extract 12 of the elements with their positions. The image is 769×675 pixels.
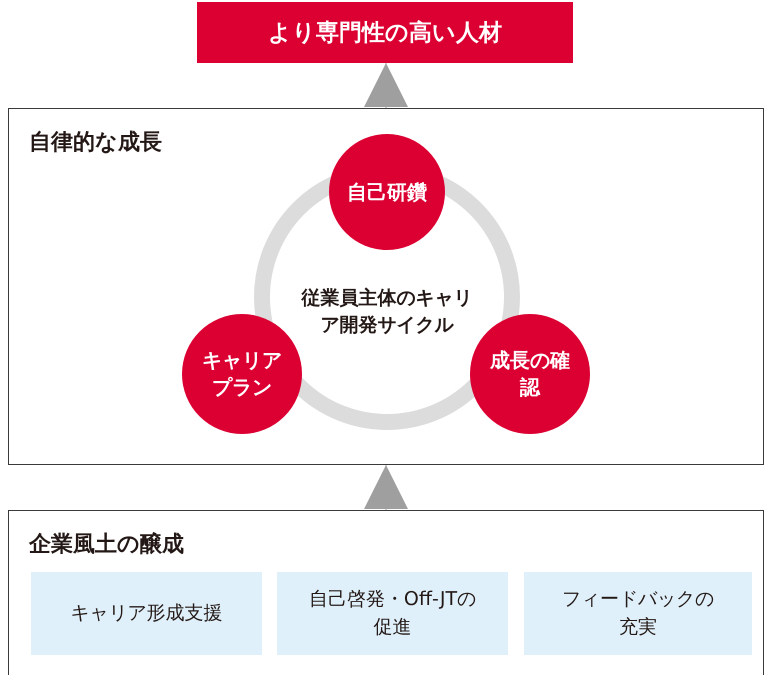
step-circle: 成長の確認 xyxy=(470,314,590,434)
section-heading: 企業風土の醸成 xyxy=(29,531,184,559)
initiative-tile: キャリア形成支援 xyxy=(31,572,262,655)
initiative-tile: 自己啓発・Off-JTの促進 xyxy=(277,572,508,655)
initiative-tile: フィードバックの充実 xyxy=(524,572,752,655)
step-circle: 自己研鑽 xyxy=(329,134,445,250)
triangle-arrow xyxy=(364,62,408,108)
section-heading: 自律的な成長 xyxy=(29,129,162,157)
triangle-arrow xyxy=(364,464,408,510)
heading-banner: より専門性の高い人材 xyxy=(197,2,573,63)
section-panel xyxy=(8,510,764,675)
step-circle: キャリアプラン xyxy=(182,314,302,434)
